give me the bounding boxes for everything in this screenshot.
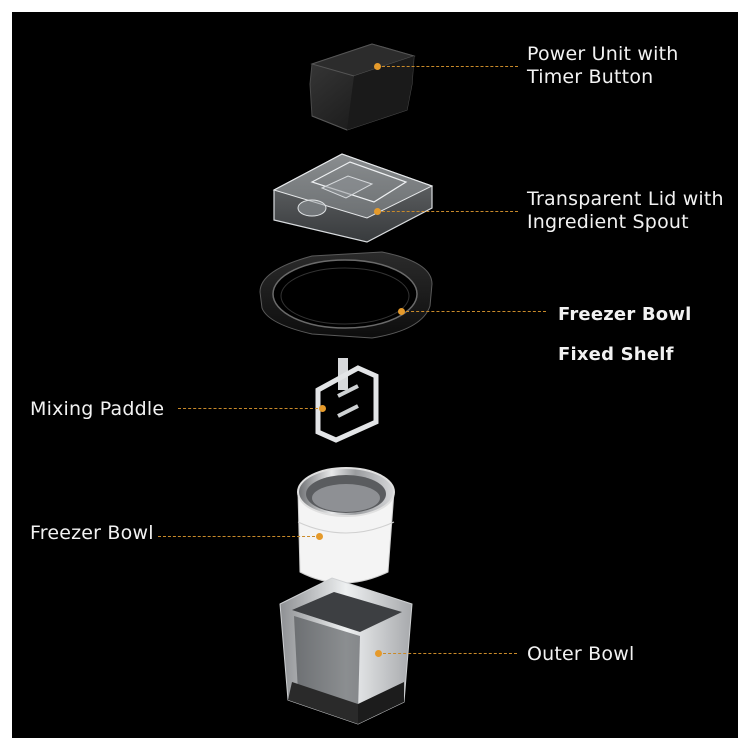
label-power-unit-line-2: Timer Button: [527, 66, 654, 88]
freezer-bowl-part: [297, 467, 395, 584]
power-unit-part: [309, 43, 416, 131]
leader-dot-freezer-bowl: [316, 533, 323, 540]
leader-dot-lid: [374, 208, 381, 215]
leader-line-mixing-paddle: [178, 408, 318, 409]
leader-line-freezer-bowl-top: [406, 311, 546, 312]
leader-line-outer-bowl: [383, 653, 517, 654]
leader-line-lid: [382, 211, 518, 212]
label-mixing-paddle: Mixing Paddle: [30, 398, 165, 420]
exploded-parts-illustration: [259, 43, 434, 725]
diagram-frame: Power Unit with Timer Button Transparent…: [12, 12, 738, 738]
leader-dot-freezer-bowl-top: [398, 308, 405, 315]
label-power-unit-line-1: Power Unit with: [527, 43, 679, 65]
label-freezer-bowl-top: Freezer Bowl: [558, 304, 692, 325]
label-outer-bowl: Outer Bowl: [527, 643, 635, 665]
label-power-unit: Power Unit with Timer Button: [527, 43, 679, 89]
leader-line-power-unit: [382, 66, 518, 67]
leader-dot-power-unit: [374, 63, 381, 70]
leader-dot-outer-bowl: [375, 650, 382, 657]
leader-line-freezer-bowl: [158, 536, 315, 537]
label-fixed-shelf: Fixed Shelf: [558, 344, 674, 365]
label-lid-line-2: Ingredient Spout: [527, 211, 689, 233]
outer-bowl-part: [279, 577, 413, 725]
mixing-paddle-part: [315, 358, 379, 443]
transparent-lid-part: [272, 153, 434, 243]
fixed-shelf-part: [259, 251, 433, 339]
label-lid: Transparent Lid with Ingredient Spout: [527, 188, 724, 234]
label-lid-line-1: Transparent Lid with: [527, 188, 724, 210]
label-freezer-bowl: Freezer Bowl: [30, 522, 154, 544]
leader-dot-mixing-paddle: [319, 405, 326, 412]
